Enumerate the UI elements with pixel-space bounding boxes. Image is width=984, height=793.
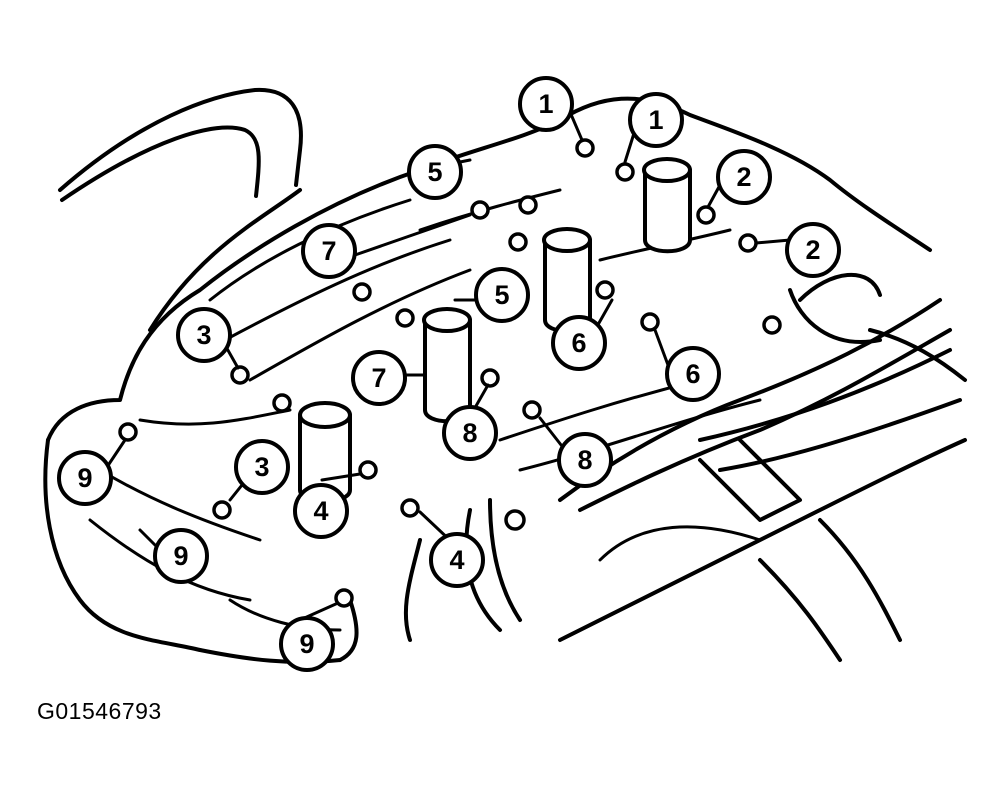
callout-6-right: 6 — [665, 346, 721, 402]
bolt-2b — [738, 233, 758, 253]
callout-3-lower: 3 — [234, 439, 290, 495]
svg-text:8: 8 — [462, 418, 477, 448]
bolt-3a — [230, 365, 250, 385]
callout-3-upper: 3 — [176, 307, 232, 363]
svg-text:3: 3 — [196, 320, 211, 350]
ignition-coil-rear-mid — [542, 227, 592, 334]
bolt-6b — [640, 312, 660, 332]
bolt-2a — [696, 205, 716, 225]
callout-6-middle: 6 — [551, 315, 607, 371]
bolt-8a — [480, 368, 500, 388]
callout-2-right: 2 — [785, 222, 841, 278]
bolt-9a — [118, 422, 138, 442]
callout-2-upper: 2 — [716, 149, 772, 205]
svg-text:6: 6 — [685, 359, 700, 389]
intake-hose — [58, 87, 303, 332]
callout-7-middle: 7 — [351, 350, 407, 406]
callout-5-upper: 5 — [407, 144, 463, 200]
svg-text:7: 7 — [371, 363, 386, 393]
ignition-coil-front-mid — [422, 307, 472, 424]
callout-4-left: 4 — [293, 483, 349, 539]
ignition-coil-rear-right — [642, 157, 692, 254]
bolt-4b — [400, 498, 420, 518]
svg-text:1: 1 — [648, 105, 663, 135]
figure-id: G01546793 — [37, 698, 162, 724]
callout-8-middle: 8 — [442, 405, 498, 461]
bolt-1b — [615, 162, 635, 182]
svg-text:1: 1 — [538, 89, 553, 119]
engine-outline — [43, 96, 967, 664]
svg-text:5: 5 — [427, 157, 442, 187]
bolt-1a — [575, 138, 595, 158]
bolt-5c — [508, 232, 528, 252]
bolt-7a — [352, 282, 372, 302]
svg-text:4: 4 — [313, 496, 328, 526]
bolt-9c — [334, 588, 354, 608]
svg-text:6: 6 — [571, 328, 586, 358]
bolt-5b — [518, 195, 538, 215]
svg-text:7: 7 — [321, 236, 336, 266]
svg-text:3: 3 — [254, 452, 269, 482]
ignition-coils — [298, 157, 692, 504]
callout-8-right: 8 — [557, 432, 613, 488]
bolt-6a — [595, 280, 615, 300]
callout-9-bottom: 9 — [279, 616, 335, 672]
svg-text:2: 2 — [805, 235, 820, 265]
svg-text:4: 4 — [449, 545, 464, 575]
callout-5-middle: 5 — [474, 267, 530, 323]
callout-9-left: 9 — [57, 450, 113, 506]
bolt-misc-2 — [762, 315, 782, 335]
hoses-and-wiring — [558, 272, 952, 662]
callout-9-middle: 9 — [153, 528, 209, 584]
callout-4-middle: 4 — [429, 532, 485, 588]
svg-text:9: 9 — [173, 541, 188, 571]
callout-1-top-right: 1 — [628, 92, 684, 148]
bolt-8b — [522, 400, 542, 420]
bolt-3b — [272, 393, 292, 413]
callouts: 1 1 2 2 5 7 5 3 6 6 7 8 8 3 9 4 9 4 9 — [57, 76, 841, 672]
bolt-misc — [504, 509, 526, 531]
svg-text:9: 9 — [77, 463, 92, 493]
bolt-9b — [212, 500, 232, 520]
svg-text:8: 8 — [577, 445, 592, 475]
callout-1-top-left: 1 — [518, 76, 574, 132]
bolt-7b — [395, 308, 415, 328]
svg-text:2: 2 — [736, 162, 751, 192]
svg-text:5: 5 — [494, 280, 509, 310]
bolt-4a — [358, 460, 378, 480]
callout-7-upper: 7 — [301, 223, 357, 279]
bolts — [118, 138, 782, 608]
bolt-5a — [470, 200, 490, 220]
svg-text:9: 9 — [299, 629, 314, 659]
